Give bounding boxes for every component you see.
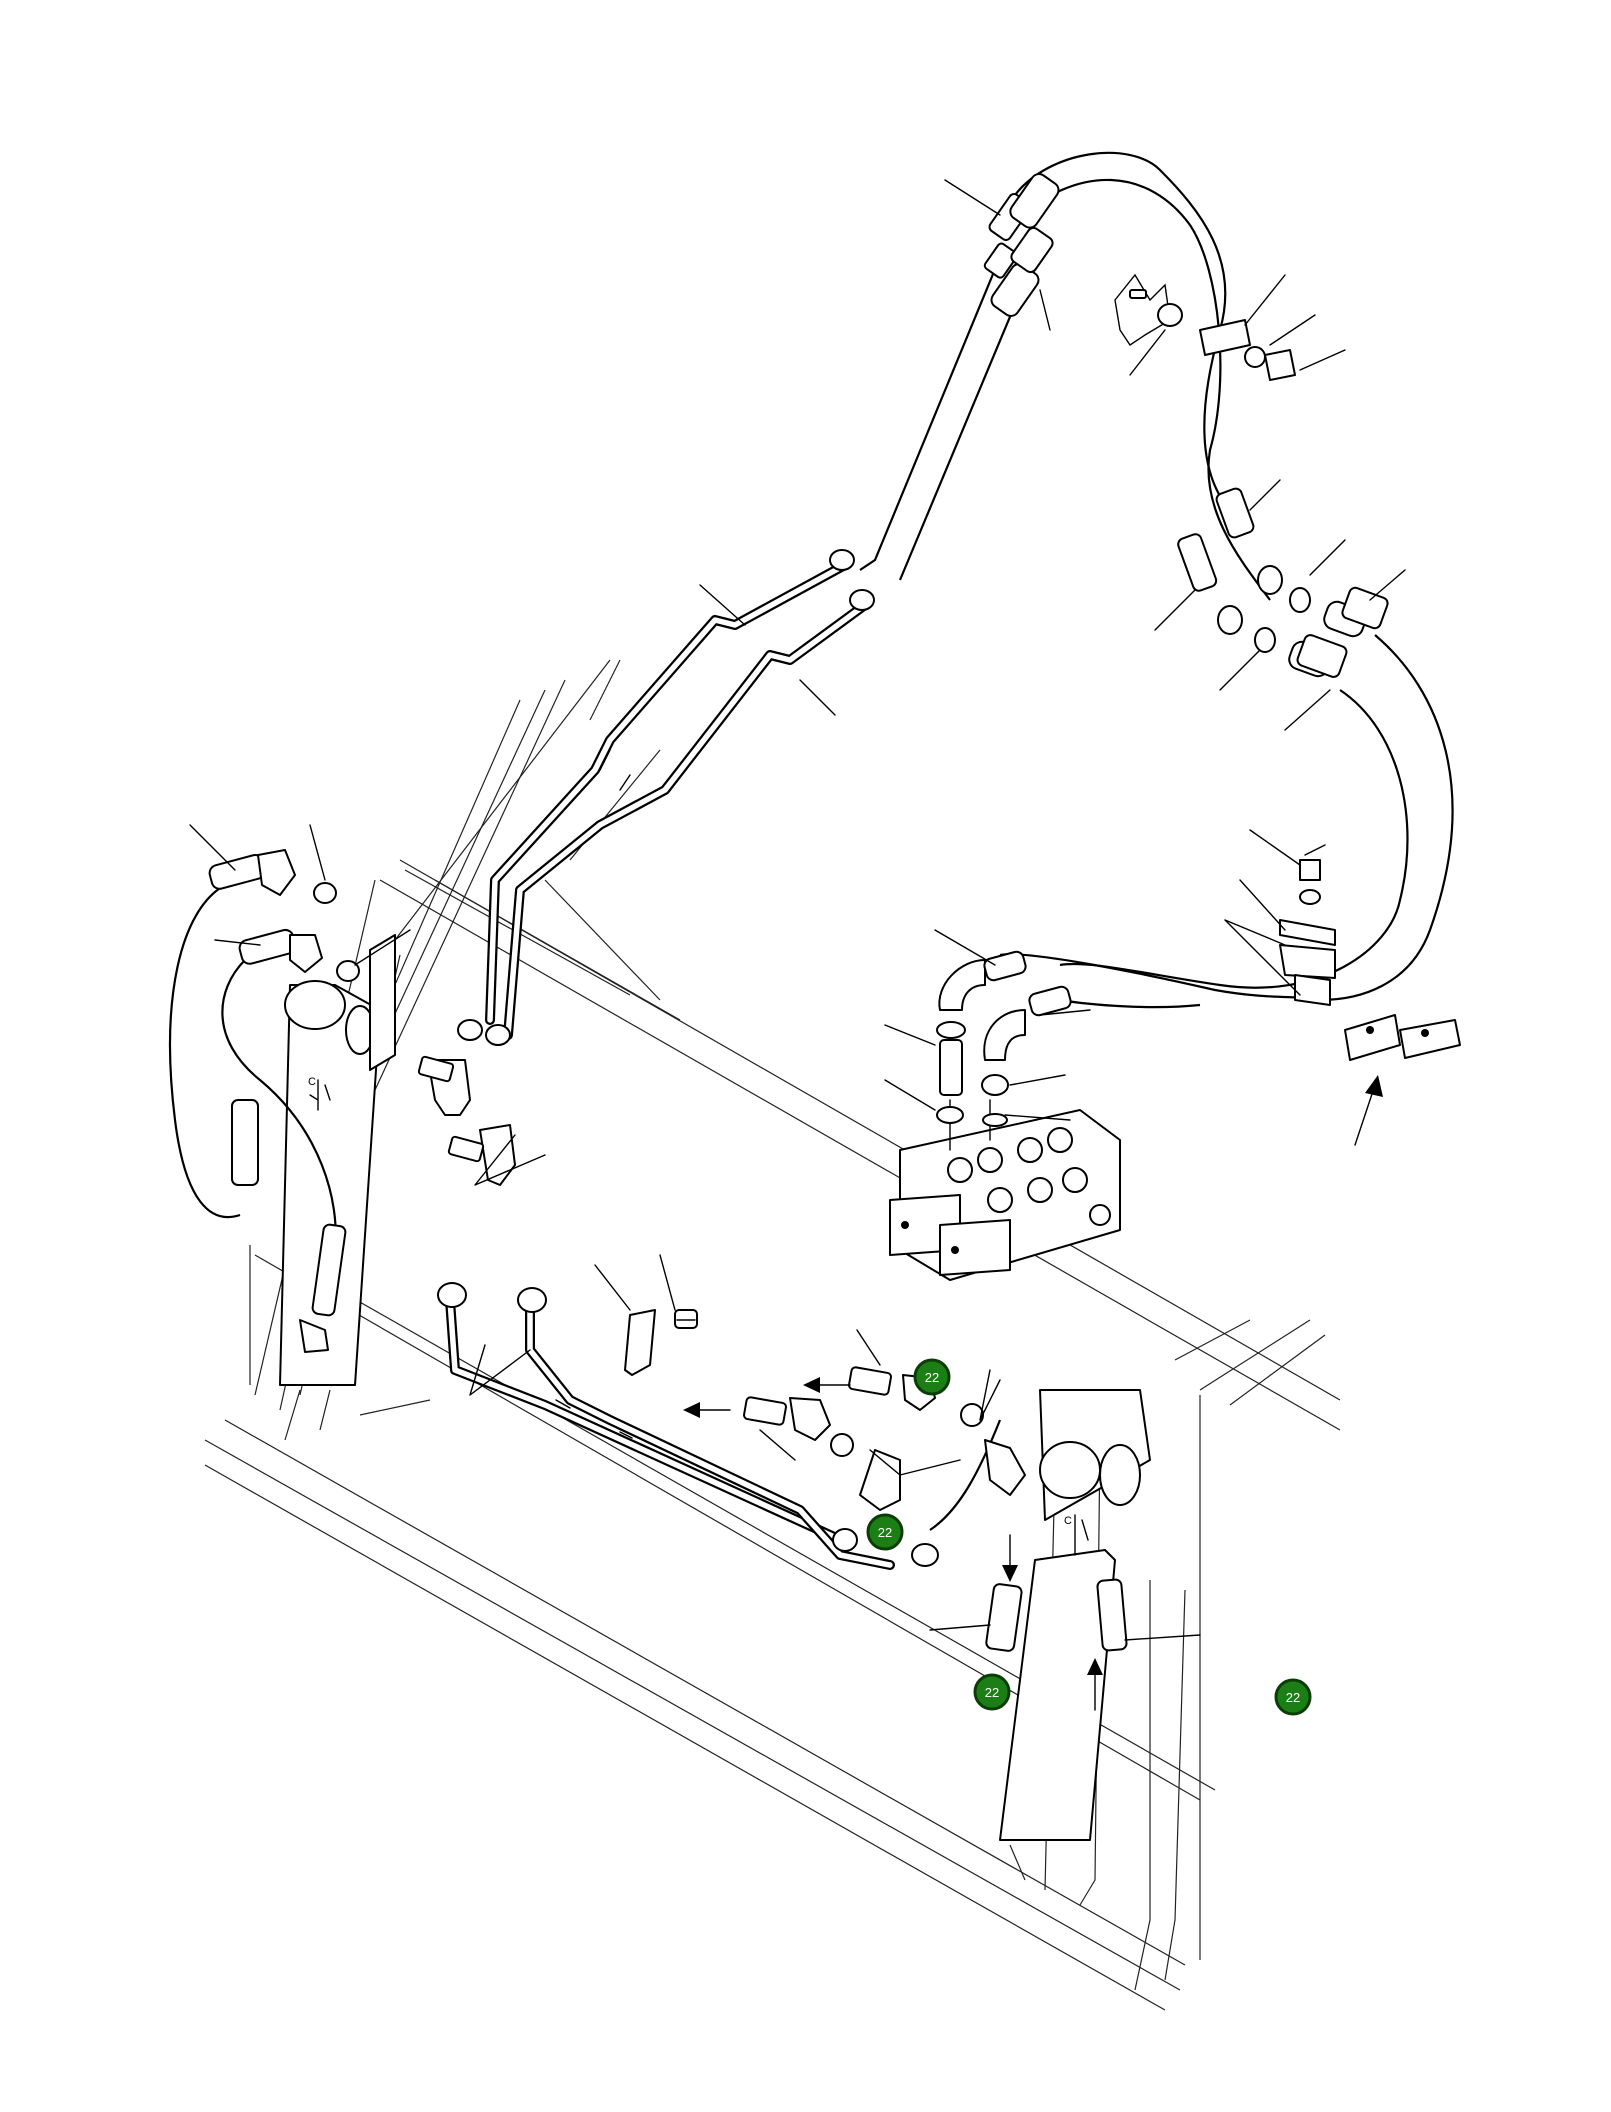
callout-label-1: 22 xyxy=(925,1370,939,1385)
callout-badge-1: 22 xyxy=(913,1358,951,1396)
right-clamp-assembly xyxy=(1279,859,1461,1061)
right-lift-cylinder: C xyxy=(999,1389,1151,1881)
callout-label-2: 22 xyxy=(878,1525,892,1540)
callout-badge-3: 22 xyxy=(973,1673,1011,1711)
machine-frame xyxy=(204,659,1341,2011)
svg-text:C: C xyxy=(1064,1515,1072,1527)
callout-badge-4: 22 xyxy=(1274,1678,1312,1716)
leader-lines xyxy=(189,179,1406,1641)
direction-arrows xyxy=(683,1075,1383,1711)
upper-steel-pipes xyxy=(485,560,870,1040)
callout-label-4: 22 xyxy=(1286,1690,1300,1705)
lower-steel-pipes xyxy=(445,1295,895,1570)
callout-label-3: 22 xyxy=(985,1685,999,1700)
valve-fittings xyxy=(936,950,1072,1127)
svg-text:C: C xyxy=(308,1076,316,1088)
top-clamp-hardware xyxy=(1114,273,1296,381)
control-valve xyxy=(889,1099,1121,1281)
callout-badge-2: 22 xyxy=(866,1513,904,1551)
hose-fittings xyxy=(208,173,1389,1652)
left-lift-cylinder: C xyxy=(279,934,396,1441)
